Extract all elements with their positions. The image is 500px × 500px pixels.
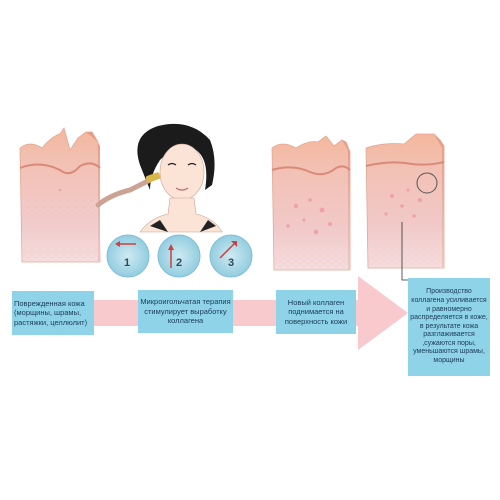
technique-step-label: 3 [228,257,234,269]
skin-block-damaged [19,127,101,263]
label-new-collagen: Новый коллаген поднимается на поверхност… [276,290,356,334]
label-microneedling: Микроигольчатая терапия стимулирует выра… [138,290,233,333]
woman-illustration [95,123,223,233]
technique-step-label: 2 [176,257,182,269]
label-damaged-skin: Поврежденная кожа (морщины, шрамы, растя… [12,291,94,335]
skin-block-smooth [365,133,445,281]
technique-disc-3: 3 [209,234,253,278]
callout-line [401,222,408,281]
technique-step-label: 1 [124,257,130,269]
technique-disc-2: 2 [157,234,201,278]
skin-block-new-collagen [271,135,351,271]
label-microneedling-text: Микроигольчатая терапия стимулирует выра… [140,297,231,326]
label-damaged-skin-text: Поврежденная кожа (морщины, шрамы, растя… [14,298,88,327]
label-result: Производство коллагена усиливается и рав… [408,278,490,376]
zoom-circle [416,172,438,194]
label-new-collagen-text: Новый коллаген поднимается на поверхност… [284,297,348,326]
label-result-text: Производство коллагена усиливается и рав… [410,288,488,365]
technique-disc-1: 1 [106,234,150,278]
